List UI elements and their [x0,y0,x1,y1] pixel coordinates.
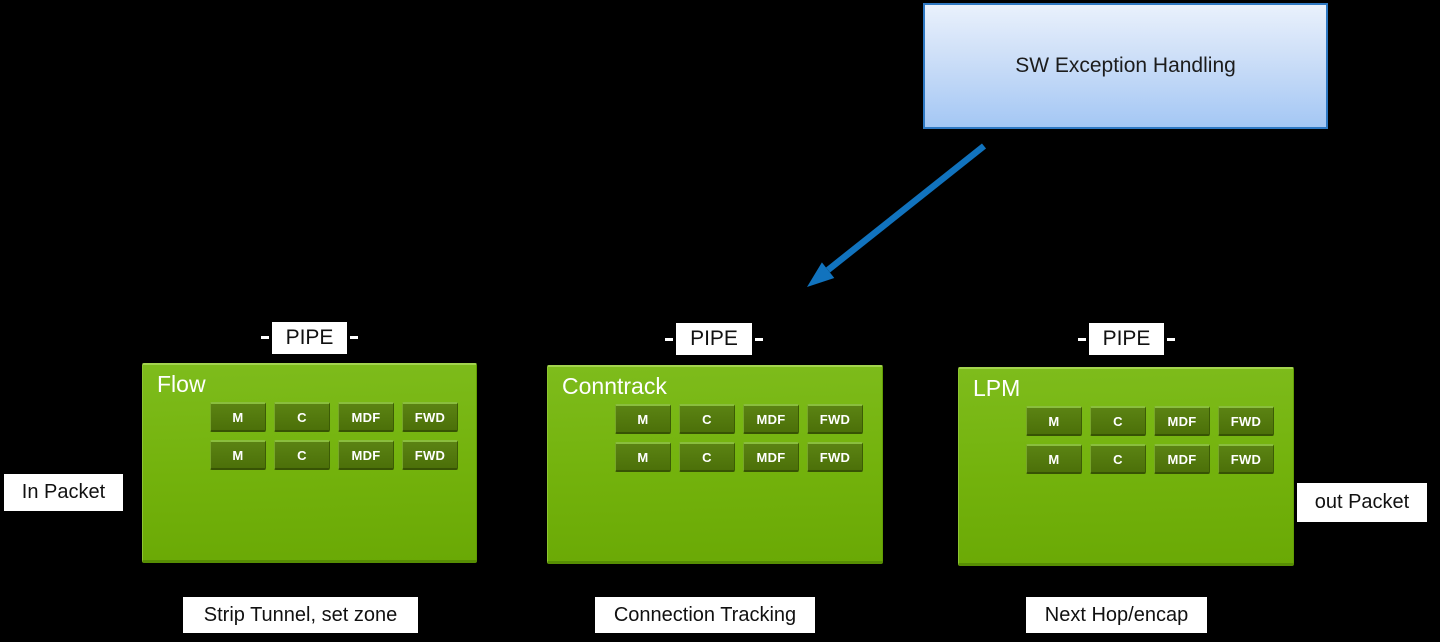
out-packet-text: out Packet [1314,491,1410,513]
pipe-name-conntrack: Conntrack [562,373,667,399]
stage-cell: FWD [807,442,863,472]
stage-cell: FWD [1218,406,1274,436]
connector-dash [1078,338,1086,341]
stage-grid-conntrack: M C MDF FWD M C MDF FWD [615,404,863,472]
caption-lpm: Next Hop/encap [1026,597,1207,633]
in-packet-label: In Packet [4,474,123,511]
stage-cell: FWD [1218,444,1274,474]
stage-cell: MDF [743,442,799,472]
caption-flow: Strip Tunnel, set zone [183,597,418,633]
connector-dash [261,336,269,339]
stage-cell: MDF [1154,406,1210,436]
stage-grid-flow: M C MDF FWD M C MDF FWD [210,402,458,470]
stage-cell: M [210,440,266,470]
stage-cell: C [679,404,735,434]
connector-dash [1167,338,1175,341]
stage-cell: FWD [807,404,863,434]
pipe-name-lpm: LPM [973,375,1021,401]
caption-conntrack-label: Connection Tracking [613,603,797,626]
pipe-box-conntrack: Conntrack M C MDF FWD M C MDF FWD [547,365,883,564]
in-packet-text: In Packet [21,481,106,503]
stage-row: M C MDF FWD [615,404,863,434]
stage-cell: C [274,440,330,470]
pipe-box-flow: Flow M C MDF FWD M C MDF FWD [142,363,477,563]
stage-cell: FWD [402,402,458,432]
stage-row: M C MDF FWD [210,402,458,432]
stage-cell: MDF [338,440,394,470]
stage-grid-lpm: M C MDF FWD M C MDF FWD [1026,406,1274,474]
sw-exception-handling-label: SW Exception Handling [1015,54,1236,77]
connector-dash [350,336,358,339]
pipe-box-lpm: LPM M C MDF FWD M C MDF FWD [958,367,1294,566]
stage-cell: M [1026,406,1082,436]
stage-row: M C MDF FWD [210,440,458,470]
stage-cell: M [210,402,266,432]
stage-row: M C MDF FWD [1026,406,1274,436]
pipe-tag-flow: PIPE [272,322,347,354]
caption-lpm-label: Next Hop/encap [1044,603,1189,626]
stage-cell: M [615,404,671,434]
connector-dash [755,338,763,341]
stage-cell: C [679,442,735,472]
caption-flow-label: Strip Tunnel, set zone [203,603,398,626]
pipe-tag-lpm: PIPE [1089,323,1164,355]
stage-cell: C [1090,444,1146,474]
pipe-tag-lpm-label: PIPE [1102,327,1151,350]
sw-exception-handling-box: SW Exception Handling [923,3,1328,129]
stage-cell: C [1090,406,1146,436]
pipe-name-flow: Flow [157,371,206,397]
stage-cell: M [615,442,671,472]
connector-dash [665,338,673,341]
pipe-tag-conntrack: PIPE [676,323,752,355]
stage-cell: FWD [402,440,458,470]
stage-cell: C [274,402,330,432]
out-packet-label: out Packet [1297,483,1427,522]
stage-cell: M [1026,444,1082,474]
caption-conntrack: Connection Tracking [595,597,815,633]
stage-cell: MDF [1154,444,1210,474]
pipe-tag-conntrack-label: PIPE [690,327,738,350]
stage-row: M C MDF FWD [1026,444,1274,474]
stage-cell: MDF [743,404,799,434]
stage-cell: MDF [338,402,394,432]
pipe-tag-flow-label: PIPE [285,326,334,349]
stage-row: M C MDF FWD [615,442,863,472]
